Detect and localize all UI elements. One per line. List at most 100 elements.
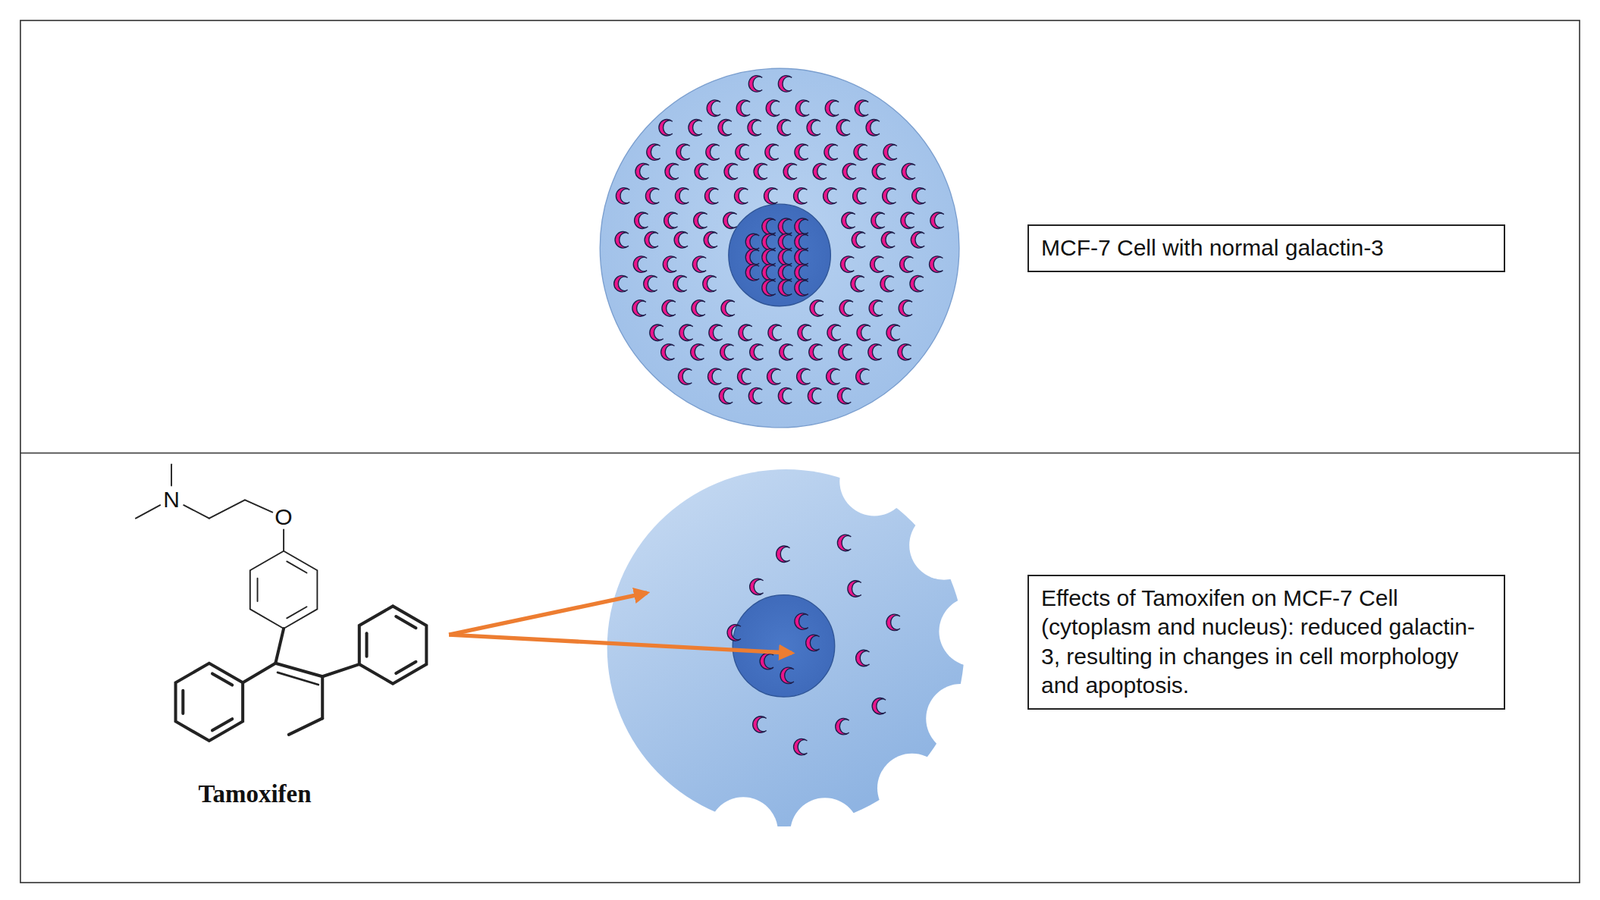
galectin-marker [806,119,821,137]
galectin-marker [778,279,792,297]
galectin-marker [793,188,808,205]
galectin-marker [759,652,774,670]
galectin-marker [734,188,748,205]
galectin-marker [847,580,862,598]
galectin-marker [727,624,741,642]
galectin-marker [901,163,916,180]
galectin-marker [778,264,792,282]
galectin-marker [812,163,827,180]
galectin-marker [674,188,689,205]
galectin-marker [676,144,691,161]
galectin-marker [912,188,926,205]
galectin-marker [664,212,678,230]
frame [20,20,1580,883]
galectin-marker [674,232,688,249]
galectin-marker [794,264,809,282]
galectin-marker [661,300,676,317]
galectin-marker [807,387,822,405]
galectin-markers [614,75,945,405]
galectin-marker [778,75,792,93]
galectin-marker [910,232,925,249]
atom-label: N [163,488,180,512]
galectin-marker [753,163,768,180]
galectin-marker [795,100,810,117]
galectin-marker [644,232,659,249]
galectin-marker [765,100,780,117]
galectin-marker [705,144,720,161]
galectin-marker [645,188,659,205]
galectin-marker [865,119,880,137]
galectin-marker [850,275,865,292]
galectin-marker [841,212,856,230]
galectin-marker [677,368,692,386]
galectin-marker [869,300,883,317]
galectin-marker [718,387,733,405]
galectin-marker [897,344,912,361]
galectin-marker [851,232,866,249]
galectin-marker [823,188,838,205]
text-box: Effects of Tamoxifen on MCF-7 Cell (cyto… [1027,574,1506,710]
galectin-marker [720,344,735,361]
galectin-marker [836,119,851,137]
benzene-ring [359,605,427,684]
galectin-marker [745,233,760,251]
galectin-marker [762,218,776,236]
galectin-marker [900,212,915,230]
drug-arrows [448,592,792,653]
galectin-markers [727,534,901,756]
galectin-marker [745,264,760,282]
galectin-marker [809,344,823,361]
benzene-ring [250,551,318,629]
galectin-marker [661,344,675,361]
galectin-marker [673,275,688,292]
galectin-marker [882,188,897,205]
galectin-marker [838,344,853,361]
galectin-marker [748,387,763,405]
galectin-marker [694,163,709,180]
galectin-marker [762,233,776,251]
galectin-marker [707,368,722,386]
galectin-marker [886,614,901,631]
galectin-marker [702,275,717,292]
galectin-marker [688,119,703,137]
divider [20,452,1580,455]
benzene-ring [175,663,244,741]
galectin-marker [909,275,924,292]
galectin-marker [747,119,762,137]
galectin-marker [930,212,945,230]
galectin-marker [745,248,760,266]
galectin-marker [749,344,764,361]
galectin-marker [752,716,767,734]
galectin-marker [797,324,812,342]
galectin-marker [632,300,647,317]
galectin-marker [762,279,776,297]
caption-text: Effects of Tamoxifen on MCF-7 Cell (cyto… [1041,583,1492,701]
galectin-marker [738,324,753,342]
galectin-marker [796,368,811,386]
galectin-marker [635,163,650,180]
galectin-marker [837,534,851,552]
galectin-marker [690,344,705,361]
galectin-marker [824,144,838,161]
galectin-marker [634,212,649,230]
galectin-marker [778,233,792,251]
galectin-marker [614,232,629,249]
galectin-marker [658,119,673,137]
galectin-marker [662,256,677,273]
galectin-marker [872,163,886,180]
galectin-marker [868,344,882,361]
galectin-marker [794,248,809,266]
galectin-marker [840,256,854,273]
galectin-marker [809,300,824,317]
galectin-marker [842,163,857,180]
galectin-marker [839,300,854,317]
galectin-marker [853,188,867,205]
galectin-marker [871,212,885,230]
galectin-marker [646,144,661,161]
galectin-marker [749,578,764,596]
galectin-marker [853,144,868,161]
galectin-marker [880,275,895,292]
galectin-marker [776,545,791,563]
galectin-marker [777,119,791,137]
galectin-marker [692,256,706,273]
